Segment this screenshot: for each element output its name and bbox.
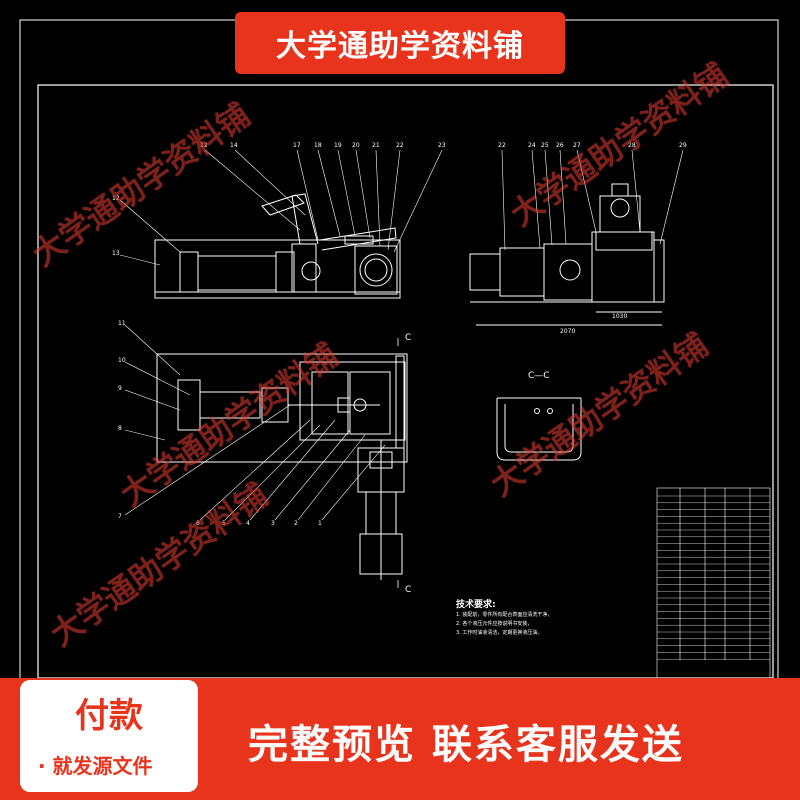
top-view xyxy=(156,353,408,580)
svg-text:26: 26 xyxy=(556,142,564,149)
svg-text:24: 24 xyxy=(528,142,536,149)
notes-title: 技术要求: xyxy=(456,600,496,610)
svg-text:20: 20 xyxy=(352,142,360,149)
parts-list xyxy=(656,487,771,679)
section-label: C—C xyxy=(528,371,550,381)
svg-text:11: 11 xyxy=(118,320,126,327)
svg-text:19: 19 xyxy=(334,142,342,149)
svg-text:23: 23 xyxy=(438,142,446,149)
note-line: 2. 各个液压元件应按说明书安装， xyxy=(456,621,533,627)
svg-text:12: 12 xyxy=(112,195,120,202)
svg-text:3: 3 xyxy=(271,520,275,527)
technical-notes: 技术要求: 1. 装配前，零件所有配合表面应清洗干净， 2. 各个液压元件应按说… xyxy=(456,600,552,638)
svg-text:8: 8 xyxy=(118,425,122,432)
svg-text:17: 17 xyxy=(293,142,301,149)
dimension-main: 2070 xyxy=(560,328,576,335)
svg-text:25: 25 xyxy=(541,142,549,149)
footer-text: 完整预览 联系客服发送 xyxy=(248,722,684,768)
note-line: 1. 装配前，零件所有配合表面应清洗干净， xyxy=(456,612,553,618)
side-view xyxy=(469,183,665,326)
svg-text:28: 28 xyxy=(628,142,636,149)
svg-text:12: 12 xyxy=(200,142,208,149)
section-c-c xyxy=(496,397,582,461)
front-view xyxy=(154,193,401,299)
dimension-side: 1030 xyxy=(612,313,628,320)
note-line: 3. 工作时油液清洁，定期更换液压油。 xyxy=(456,630,543,636)
svg-text:27: 27 xyxy=(573,142,581,149)
svg-text:7: 7 xyxy=(118,513,122,520)
svg-text:22: 22 xyxy=(498,142,506,149)
svg-text:29: 29 xyxy=(679,142,687,149)
svg-text:13: 13 xyxy=(112,250,120,257)
svg-text:6: 6 xyxy=(196,520,200,527)
svg-text:21: 21 xyxy=(372,142,380,149)
svg-text:2: 2 xyxy=(294,520,298,527)
pay-title: 付款 xyxy=(75,696,143,736)
svg-text:9: 9 xyxy=(118,385,122,392)
section-marker-bottom: C xyxy=(405,585,412,595)
svg-text:5: 5 xyxy=(222,520,226,527)
svg-text:10: 10 xyxy=(118,357,126,364)
svg-text:4: 4 xyxy=(246,520,250,527)
svg-text:14: 14 xyxy=(230,142,238,149)
section-marker-top: C xyxy=(405,333,412,343)
shop-banner: 大学通助学资料铺 xyxy=(235,12,565,74)
svg-text:18: 18 xyxy=(314,142,322,149)
svg-text:1: 1 xyxy=(318,520,322,527)
pay-subtitle: · 就发源文件 xyxy=(38,754,153,778)
svg-text:22: 22 xyxy=(396,142,404,149)
pay-button[interactable]: 付款 · 就发源文件 xyxy=(20,680,198,792)
